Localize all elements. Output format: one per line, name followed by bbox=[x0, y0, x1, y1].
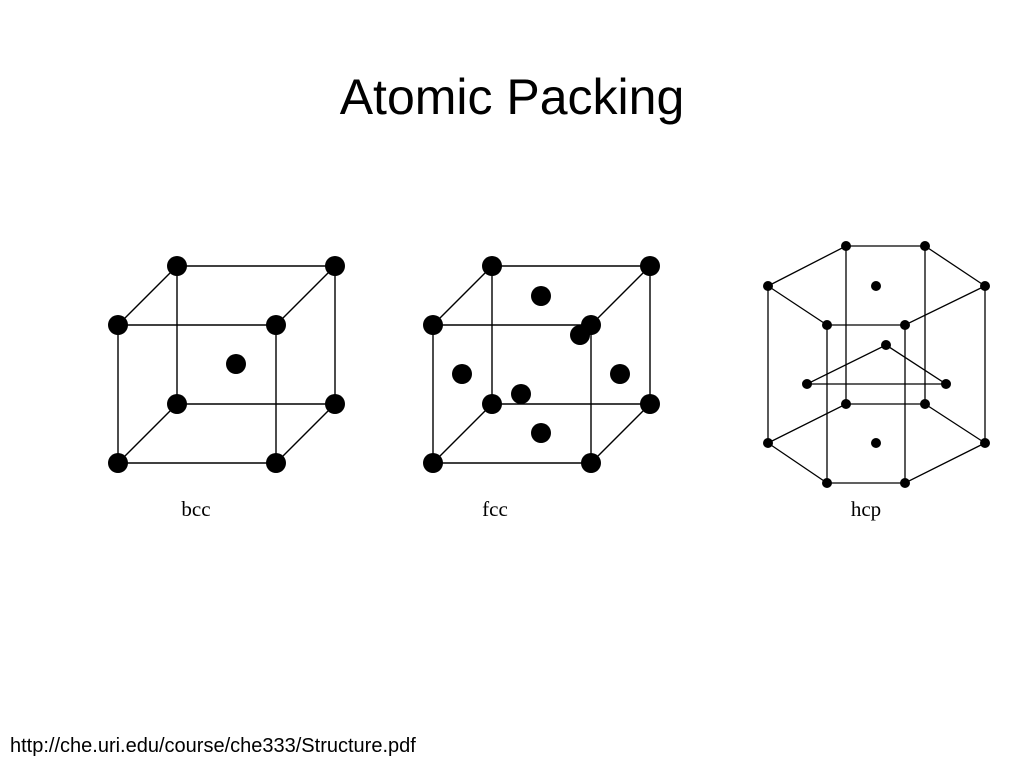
fcc-face-atom bbox=[452, 364, 472, 384]
hcp-atom bbox=[763, 438, 773, 448]
hcp-atom bbox=[881, 340, 891, 350]
bcc-body-center-atom bbox=[226, 354, 246, 374]
hcp-atom bbox=[841, 399, 851, 409]
hcp-label: hcp bbox=[851, 497, 881, 521]
fcc-face-atom bbox=[610, 364, 630, 384]
fcc-corner-atom bbox=[423, 453, 443, 473]
hcp-atoms bbox=[763, 241, 990, 488]
bcc-corner-atom bbox=[167, 394, 187, 414]
hcp-atom bbox=[871, 281, 881, 291]
bcc-label: bcc bbox=[181, 497, 210, 521]
hcp-atom bbox=[900, 320, 910, 330]
hcp-atom bbox=[980, 281, 990, 291]
fcc-face-atom bbox=[570, 325, 590, 345]
hcp-atom bbox=[941, 379, 951, 389]
hcp-atom bbox=[900, 478, 910, 488]
fcc-face-atom bbox=[531, 286, 551, 306]
bcc-corner-atom bbox=[108, 453, 128, 473]
slide-title: Atomic Packing bbox=[339, 69, 685, 125]
fcc-face-atom bbox=[531, 423, 551, 443]
fcc-corner-atom bbox=[581, 453, 601, 473]
fcc-corner-atom bbox=[482, 394, 502, 414]
bcc-atoms bbox=[108, 256, 345, 473]
bcc-corner-atom bbox=[108, 315, 128, 335]
hcp-atom bbox=[920, 241, 930, 251]
bcc-corner-atom bbox=[266, 315, 286, 335]
fcc-unit-cell bbox=[432, 265, 651, 464]
bcc-corner-atom bbox=[325, 394, 345, 414]
hcp-atom bbox=[841, 241, 851, 251]
fcc-corner-atom bbox=[423, 315, 443, 335]
bcc-unit-cell bbox=[117, 265, 336, 464]
fcc-face-atom bbox=[511, 384, 531, 404]
hcp-atom bbox=[763, 281, 773, 291]
bcc-corner-atom bbox=[325, 256, 345, 276]
bcc-corner-atom bbox=[167, 256, 187, 276]
fcc-label: fcc bbox=[482, 497, 508, 521]
fcc-corner-atom bbox=[640, 256, 660, 276]
hcp-atom bbox=[980, 438, 990, 448]
hcp-atom bbox=[822, 478, 832, 488]
hcp-atom bbox=[920, 399, 930, 409]
fcc-corner-atom bbox=[482, 256, 502, 276]
fcc-corner-atom bbox=[640, 394, 660, 414]
hcp-atom bbox=[822, 320, 832, 330]
bcc-corner-atom bbox=[266, 453, 286, 473]
source-url: http://che.uri.edu/course/che333/Structu… bbox=[10, 735, 416, 757]
fcc-atoms bbox=[423, 256, 660, 473]
hcp-atom bbox=[871, 438, 881, 448]
hcp-atom bbox=[802, 379, 812, 389]
